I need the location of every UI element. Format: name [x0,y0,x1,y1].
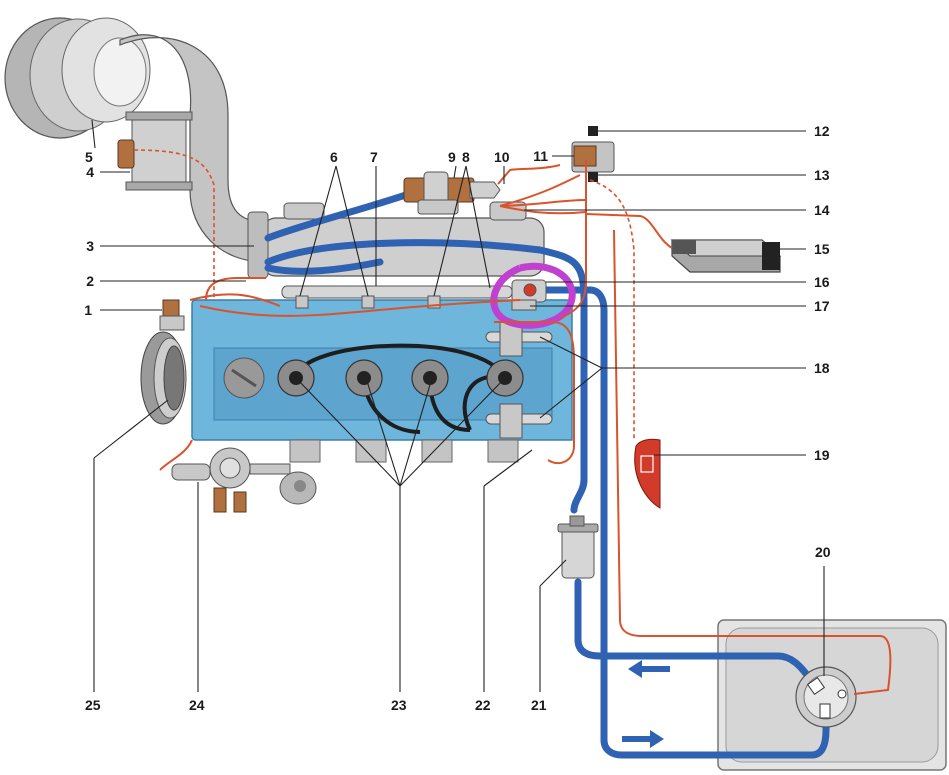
electronic-control-unit [670,239,782,273]
arrow-right-icon [622,730,664,748]
callout-13: 13 [814,167,830,183]
callout-25: 25 [85,697,101,713]
throttle-assembly [403,171,501,215]
callout-17: 17 [814,298,830,314]
callout-3: 3 [86,238,94,254]
air-filter [4,17,151,139]
leader-lines [91,119,825,692]
callout-14: 14 [814,202,830,218]
arrow-left-icon [628,660,670,678]
callout-7: 7 [370,149,378,165]
mass-air-flow-sensor [117,111,193,191]
fuel-pump-module [795,666,857,728]
coolant-temp-sensor [159,299,185,331]
callout-19: 19 [814,447,830,463]
wiring-harness [133,149,892,695]
callout-22: 22 [475,697,491,713]
callout-21: 21 [531,697,547,713]
crankshaft-pulley [140,331,187,425]
callout-2: 2 [86,273,94,289]
callout-16: 16 [814,274,830,290]
callout-23: 23 [391,697,407,713]
callout-20: 20 [815,544,831,560]
fuel-rail-brackets [485,321,553,439]
callout-6: 6 [330,149,338,165]
callout-labels: 1 2 3 4 5 6 7 8 9 10 11 12 13 14 15 16 1… [84,123,831,713]
callout-10: 10 [494,149,510,165]
engine-block-base [289,439,519,463]
callout-4: 4 [86,164,94,180]
relay-block [571,126,615,182]
callout-12: 12 [814,123,830,139]
fuel-lines [264,186,830,759]
warning-lamp [634,438,661,509]
callout-8: 8 [462,149,470,165]
idle-air-control [511,279,547,311]
intake-receiver [247,201,545,279]
callout-15: 15 [814,241,830,257]
callout-18: 18 [814,360,830,376]
callout-1: 1 [84,302,92,318]
ignition-wires [277,343,524,434]
callout-11: 11 [533,148,548,164]
warning-lamp-icon [640,455,654,473]
callout-24: 24 [189,697,205,713]
fuel-rail [281,285,513,309]
oil-pump-assembly [171,447,317,513]
highlight-circle [490,262,576,329]
callout-5: 5 [85,149,93,165]
callout-9: 9 [448,149,456,165]
fuel-filter [557,515,599,579]
